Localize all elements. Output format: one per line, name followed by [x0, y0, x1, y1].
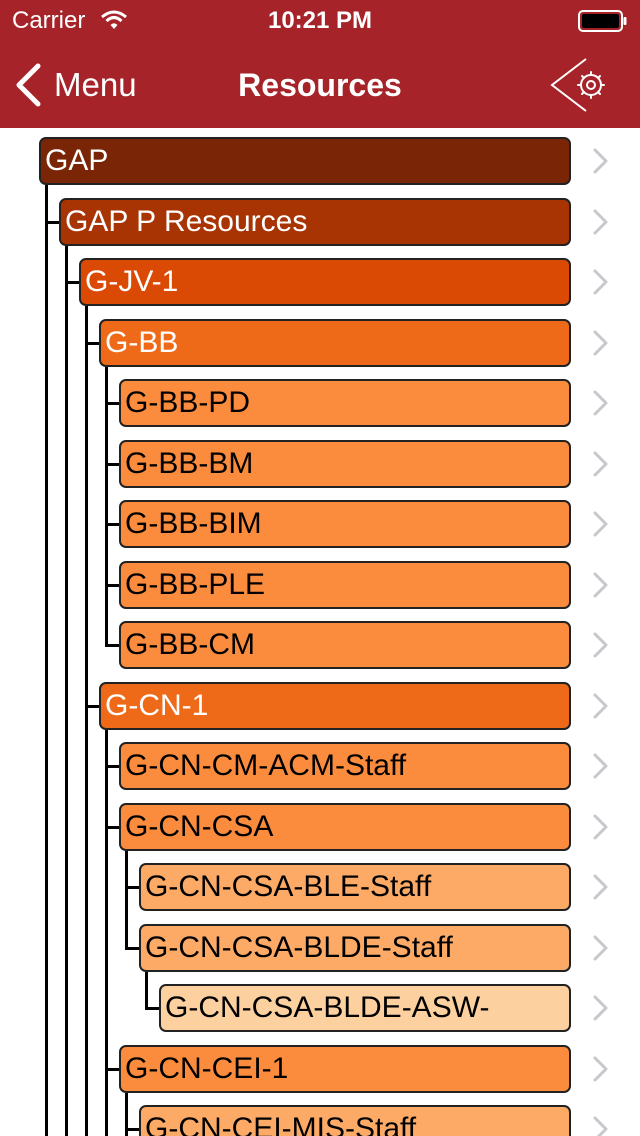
tree-node-label: GAP [45, 144, 109, 177]
chevron-right-icon[interactable] [590, 561, 612, 609]
tree-node-label: G-CN-CM-ACM-Staff [125, 749, 407, 782]
tree-connector-vertical [105, 1068, 108, 1136]
carrier-label: Carrier [12, 7, 86, 34]
tree-node-label: G-CN-CSA [125, 809, 274, 843]
page-title: Resources [238, 67, 402, 103]
tree-connector-vertical [45, 221, 48, 1136]
tree-node-label: G-CN-CEI-1 [125, 1051, 289, 1085]
tree-connector-horizontal [65, 281, 79, 284]
chevron-right-icon[interactable] [590, 803, 612, 851]
settings-icon[interactable] [548, 56, 610, 114]
chevron-right-icon[interactable] [590, 682, 612, 730]
tree-connector-vertical [65, 245, 68, 284]
tree-connector-vertical [105, 729, 108, 1071]
tree-node-label: G-BB-BM [125, 446, 254, 480]
tree-node[interactable]: G-BB-CM [119, 621, 571, 669]
chevron-right-icon[interactable] [590, 137, 612, 185]
chevron-right-icon[interactable] [590, 319, 612, 367]
tree-node[interactable]: GAP P Resources [59, 197, 571, 246]
tree-connector-vertical [105, 366, 108, 647]
tree-node-label: G-BB-BIM [125, 507, 262, 540]
chevron-right-icon[interactable] [590, 863, 612, 911]
chevron-right-icon[interactable] [590, 258, 612, 306]
chevron-left-icon [16, 63, 41, 107]
tree-node[interactable]: G-BB-PLE [119, 560, 571, 609]
tree-connector-horizontal [85, 704, 99, 708]
tree-node-label: G-CN-CEI-MIS-Staff [145, 1112, 417, 1136]
tree-node[interactable]: G-CN-CSA [119, 802, 571, 851]
tree-node[interactable]: G-CN-1 [99, 681, 571, 730]
tree-node[interactable]: G-CN-CSA-BLE-Staff [139, 863, 571, 911]
tree-node[interactable]: G-BB-PD [119, 379, 571, 427]
tree-node-label: G-JV-1 [85, 265, 179, 298]
tree-connector-horizontal [105, 825, 119, 829]
chevron-right-icon[interactable] [590, 924, 612, 972]
chevron-right-icon[interactable] [590, 198, 612, 246]
tree-connector-horizontal [125, 1128, 139, 1131]
tree-connector-horizontal [125, 886, 139, 889]
tree-node-label: G-BB-PLE [125, 567, 266, 601]
tree-node[interactable]: G-BB-BM [119, 439, 571, 488]
tree-node-label: GAP P Resources [65, 204, 308, 238]
tree-connector-horizontal [125, 946, 139, 950]
tree-node-label: G-BB-CM [125, 628, 255, 661]
tree-node-label: G-BB [105, 325, 179, 359]
tree-node-label: G-CN-1 [105, 688, 209, 722]
chevron-right-icon[interactable] [590, 1105, 612, 1136]
tree-connector-vertical [125, 1129, 128, 1136]
back-button[interactable]: Menu [14, 62, 137, 108]
tree-node[interactable]: G-CN-CEI-1 [119, 1044, 571, 1093]
tree-node-label: G-CN-CSA-BLE-Staff [145, 870, 432, 903]
tree-connector-horizontal [105, 523, 119, 526]
chevron-right-icon[interactable] [590, 621, 612, 669]
tree-connector-vertical [145, 971, 148, 1010]
wifi-icon [101, 10, 127, 29]
tree-node-label: G-BB-PD [125, 386, 251, 419]
tree-connector-horizontal [145, 1007, 159, 1010]
tree-connector-horizontal [105, 644, 119, 647]
tree-node[interactable]: G-CN-CSA-BLDE-ASW- [159, 984, 571, 1032]
chevron-right-icon[interactable] [590, 984, 612, 1032]
chevron-right-icon[interactable] [590, 742, 612, 790]
tree-connector-vertical [85, 705, 88, 1136]
status-time: 10:21 PM [267, 7, 373, 34]
tree-connector-vertical [65, 282, 68, 1136]
tree-node-label: G-CN-CSA-BLDE-ASW- [165, 991, 490, 1024]
tree-node[interactable]: G-CN-CSA-BLDE-Staff [139, 923, 571, 972]
chevron-right-icon[interactable] [590, 500, 612, 548]
chevron-right-icon[interactable] [590, 379, 612, 427]
tree-node[interactable]: G-CN-CEI-MIS-Staff [139, 1105, 571, 1136]
tree-connector-horizontal [105, 462, 119, 466]
tree-node[interactable]: G-BB-BIM [119, 500, 571, 548]
tree-connector-horizontal [45, 220, 59, 224]
chevron-right-icon[interactable] [590, 1045, 612, 1093]
tree-connector-horizontal [85, 341, 99, 345]
tree-node[interactable]: G-CN-CM-ACM-Staff [119, 742, 571, 790]
battery-icon [578, 10, 627, 32]
tree-node[interactable]: G-BB [99, 318, 571, 367]
tree-connector-vertical [125, 850, 128, 950]
tree-connector-vertical [85, 306, 88, 708]
tree-connector-vertical [125, 1092, 128, 1131]
tree-node[interactable]: GAP [39, 137, 571, 185]
tree-connector-horizontal [105, 402, 119, 405]
tree-connector-horizontal [105, 583, 119, 587]
back-button-label: Menu [54, 66, 137, 103]
navigation-bar: Carrier 10:21 PM Menu Resources [0, 0, 640, 128]
tree-connector-horizontal [105, 1067, 119, 1071]
chevron-right-icon[interactable] [590, 440, 612, 488]
tree-connector-vertical [45, 185, 48, 224]
tree-node-label: G-CN-CSA-BLDE-Staff [145, 930, 453, 964]
tree-connector-horizontal [105, 765, 119, 768]
tree-node[interactable]: G-JV-1 [79, 258, 571, 306]
